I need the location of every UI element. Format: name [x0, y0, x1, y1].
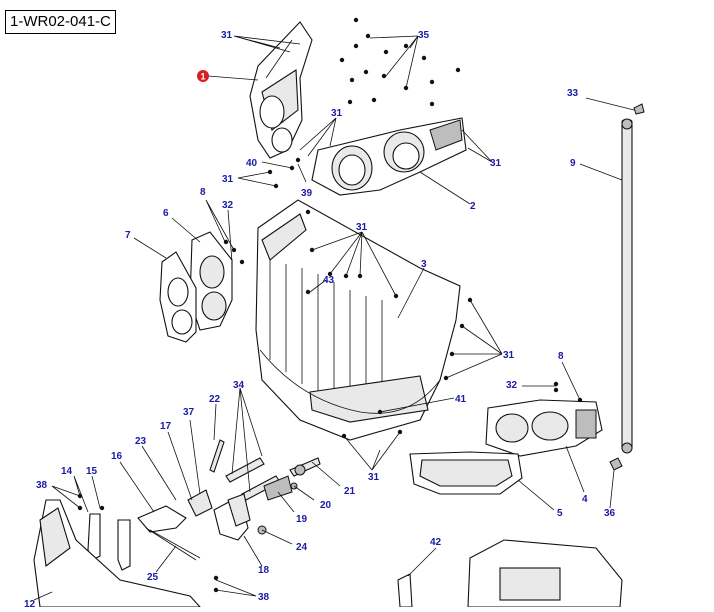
label-15: 15: [86, 466, 98, 477]
label-36: 36: [604, 508, 616, 519]
part-1-bezel: [249, 21, 313, 159]
label-21: 21: [344, 486, 356, 497]
label-7: 7: [125, 230, 131, 241]
label-3: 3: [421, 259, 427, 270]
part-2-housing: [311, 117, 467, 196]
part-6-pod: [189, 231, 233, 331]
label-31: 31: [368, 472, 380, 483]
label-40: 40: [246, 158, 258, 169]
label-5: 5: [557, 508, 563, 519]
label-16: 16: [111, 451, 123, 462]
label-31: 31: [503, 350, 515, 361]
label-42: 42: [430, 537, 442, 548]
label-24: 24: [296, 542, 308, 553]
label-34: 34: [233, 380, 245, 391]
label-43: 43: [323, 275, 335, 286]
label-33: 33: [567, 88, 579, 99]
label-4: 4: [582, 494, 588, 505]
leader-lines: [33, 35, 635, 601]
part-7-pod-frame: [159, 251, 197, 343]
fastener-dots: [77, 17, 583, 593]
label-31: 31: [221, 30, 233, 41]
label-8: 8: [558, 351, 564, 362]
label-35: 35: [418, 30, 430, 41]
part-labels: 31 35 31 40 31 39 31 2 33 9 8 6 32 7 31 …: [24, 30, 616, 610]
label-41: 41: [455, 394, 467, 405]
label-18: 18: [258, 565, 270, 576]
parts-hardware-group: [33, 439, 623, 608]
label-20: 20: [320, 500, 332, 511]
label-32: 32: [506, 380, 518, 391]
callout-badge: 1: [197, 70, 209, 82]
part-9-rod: [609, 103, 645, 471]
label-38: 38: [36, 480, 48, 491]
part-5-lens: [409, 451, 523, 495]
label-38: 38: [258, 592, 270, 603]
label-32: 32: [222, 200, 234, 211]
label-17: 17: [160, 421, 172, 432]
label-2: 2: [470, 201, 476, 212]
label-6: 6: [163, 208, 169, 219]
label-31: 31: [490, 158, 502, 169]
reference-code: 1-WR02-041-C: [5, 10, 116, 34]
label-31: 31: [331, 108, 343, 119]
label-22: 22: [209, 394, 221, 405]
label-37: 37: [183, 407, 195, 418]
part-4-cluster: [485, 399, 603, 457]
label-12: 12: [24, 599, 36, 607]
label-31: 31: [222, 174, 234, 185]
label-9: 9: [570, 158, 576, 169]
label-19: 19: [296, 514, 308, 525]
label-23: 23: [135, 436, 147, 447]
label-8: 8: [200, 187, 206, 198]
label-14: 14: [61, 466, 73, 477]
part-3-panel: [255, 199, 461, 441]
label-31: 31: [356, 222, 368, 233]
label-25: 25: [147, 572, 159, 583]
label-39: 39: [301, 188, 313, 199]
callout-badge-label: 1: [200, 72, 205, 82]
